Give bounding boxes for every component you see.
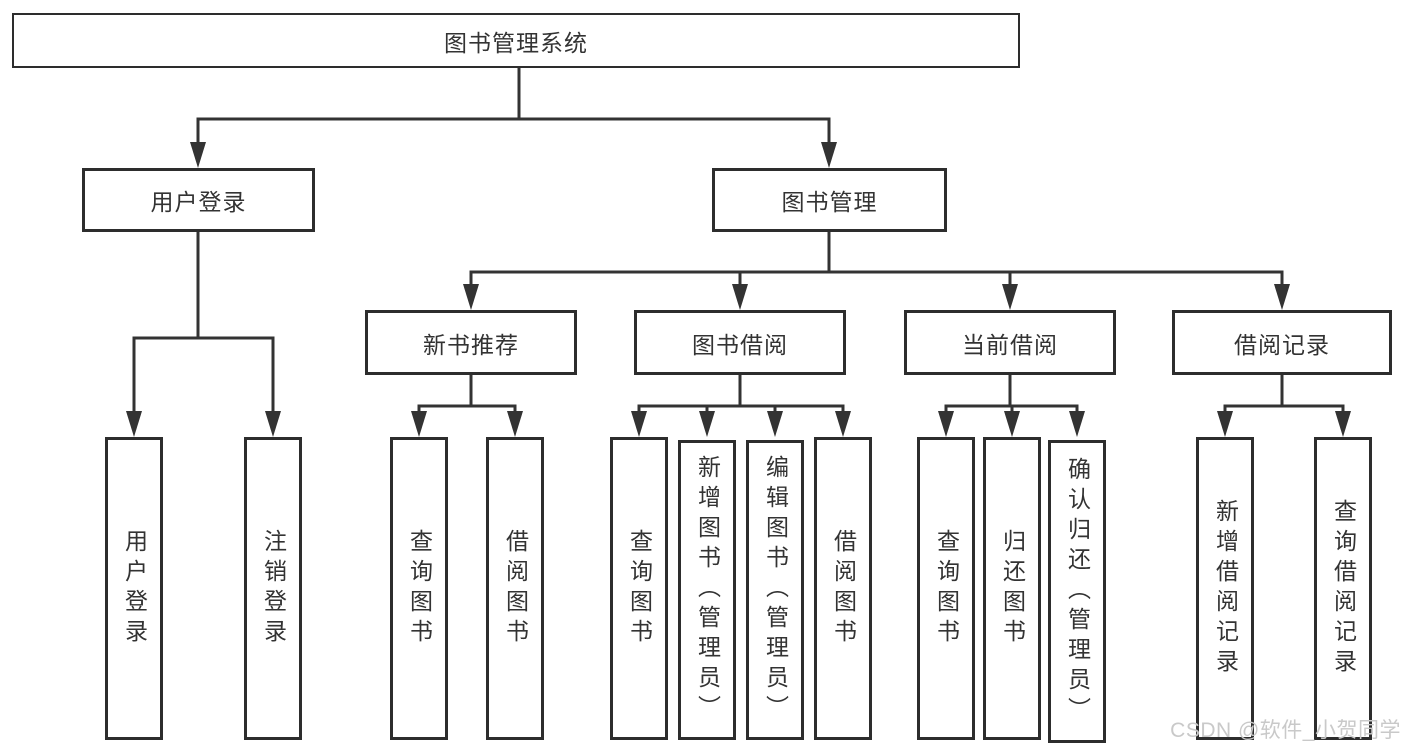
leaf-label: 查询借阅记录 — [1330, 498, 1357, 679]
leaf-query-books-borrow: 查询图书 — [610, 437, 668, 740]
leaf-label: 查询图书 — [626, 528, 653, 649]
leaf-label: 归还图书 — [999, 528, 1026, 649]
node-label: 图书借阅 — [692, 331, 788, 358]
arrow-down-icon — [1069, 411, 1085, 437]
leaf-return-book: 归还图书 — [983, 437, 1041, 740]
node-current-borrow: 当前借阅 — [904, 310, 1116, 375]
arrow-down-icon — [1002, 284, 1018, 310]
leaf-label: 用户登录 — [121, 528, 148, 649]
node-borrow-records: 借阅记录 — [1172, 310, 1392, 375]
arrow-down-icon — [265, 411, 281, 437]
arrow-down-icon — [1274, 284, 1290, 310]
leaf-label: 注销登录 — [260, 528, 287, 649]
leaf-query-borrow-record: 查询借阅记录 — [1314, 437, 1372, 740]
leaf-label: 确认归还（管理员） — [1064, 456, 1091, 727]
leaf-label: 新增图书（管理员） — [694, 455, 721, 725]
node-book-borrow: 图书借阅 — [634, 310, 846, 375]
node-user-login: 用户登录 — [82, 168, 315, 232]
arrow-down-icon — [1004, 411, 1020, 437]
leaf-edit-book-admin: 编辑图书（管理员） — [746, 440, 804, 740]
leaf-borrow-books-borrow: 借阅图书 — [814, 437, 872, 740]
arrow-down-icon — [190, 142, 206, 168]
arrow-down-icon — [835, 411, 851, 437]
leaf-add-book-admin: 新增图书（管理员） — [678, 440, 736, 740]
arrow-down-icon — [1217, 411, 1233, 437]
arrow-down-icon — [507, 411, 523, 437]
node-label: 图书管理 — [781, 189, 878, 215]
leaf-query-books-current: 查询图书 — [917, 437, 975, 740]
csdn-watermark: CSDN @软件_小贺同学 — [1170, 719, 1401, 742]
arrow-down-icon — [821, 142, 837, 168]
arrow-down-icon — [699, 411, 715, 437]
leaf-label: 查询图书 — [933, 528, 960, 649]
node-label: 图书管理系统 — [444, 29, 588, 56]
arrow-down-icon — [411, 411, 427, 437]
leaf-label: 新增借阅记录 — [1212, 498, 1239, 679]
leaf-label: 查询图书 — [406, 528, 433, 649]
arrow-down-icon — [938, 411, 954, 437]
arrow-down-icon — [126, 411, 142, 437]
leaf-borrow-books-recommend: 借阅图书 — [486, 437, 544, 740]
leaf-user-login: 用户登录 — [105, 437, 163, 740]
arrow-down-icon — [631, 411, 647, 437]
node-label: 用户登录 — [150, 189, 247, 215]
leaf-logout: 注销登录 — [244, 437, 302, 740]
arrow-down-icon — [767, 411, 783, 437]
arrow-down-icon — [732, 284, 748, 310]
leaf-add-borrow-record: 新增借阅记录 — [1196, 437, 1254, 740]
node-label: 当前借阅 — [962, 331, 1058, 358]
node-label: 借阅记录 — [1234, 331, 1330, 358]
node-book-management: 图书管理 — [712, 168, 947, 232]
leaf-label: 借阅图书 — [830, 528, 857, 649]
node-new-book-recommend: 新书推荐 — [365, 310, 577, 375]
arrow-down-icon — [463, 284, 479, 310]
leaf-query-books-recommend: 查询图书 — [390, 437, 448, 740]
leaf-label: 编辑图书（管理员） — [762, 455, 789, 725]
node-label: 新书推荐 — [423, 331, 519, 358]
arrow-down-icon — [1335, 411, 1351, 437]
leaf-confirm-return-admin: 确认归还（管理员） — [1048, 440, 1106, 743]
leaf-label: 借阅图书 — [502, 528, 529, 649]
node-library-management-system: 图书管理系统 — [12, 13, 1020, 68]
